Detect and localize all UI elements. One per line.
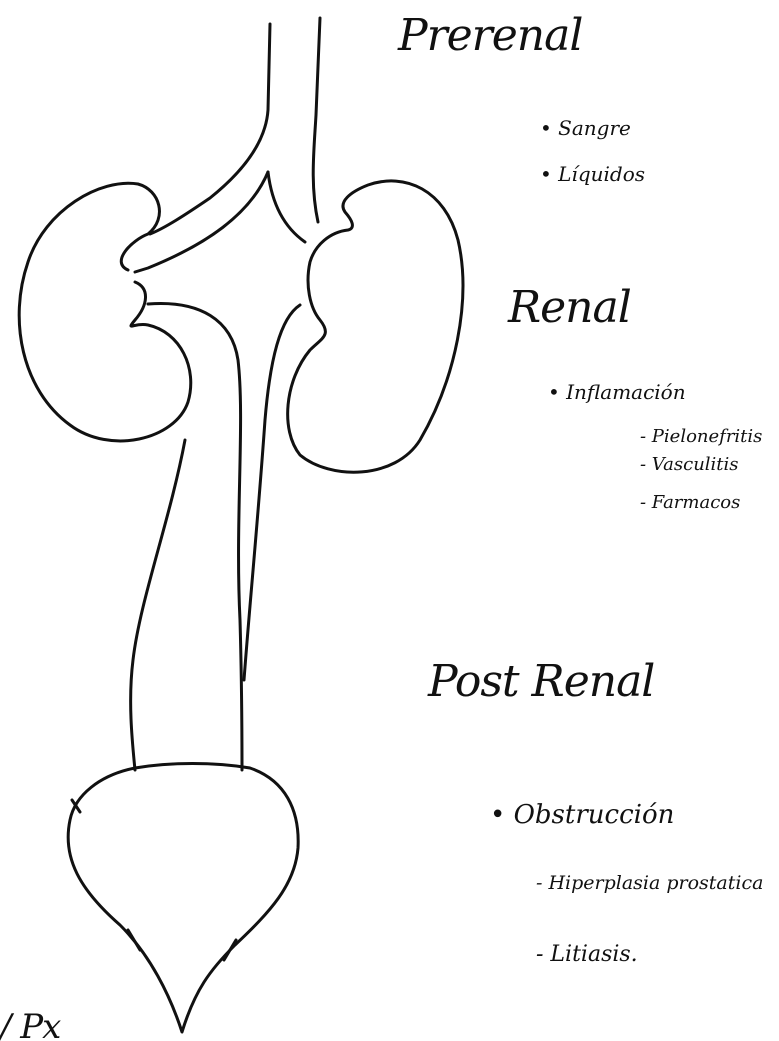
renal-title: Renal [508,286,631,330]
postrenal-subitem-hiperplasia: - Hiperplasia prostatica [536,874,763,893]
postrenal-subitem-litiasis: - Litiasis. [536,944,638,966]
vessel-left-wall [150,24,270,234]
vessel-branch-left [135,172,268,272]
right-kidney [288,181,463,472]
postrenal-item-obstruccion: • Obstrucción [490,802,674,828]
left-kidney [19,183,191,441]
prerenal-title: Prerenal [398,14,582,58]
bladder [68,764,298,1033]
vessel-branch-right [268,172,305,242]
postrenal-title: Post Renal [428,660,654,704]
bladder-lower-left-crease [128,930,140,950]
corner-mark: / Px [0,1010,60,1041]
renal-item-inflamacion: • Inflamación [548,382,686,402]
vessel-right-wall [313,18,320,222]
renal-subitem-vasculitis: - Vasculitis [640,456,739,474]
prerenal-item-sangre: • Sangre [540,118,631,138]
bladder-lower-right-crease [224,940,236,960]
prerenal-item-liquidos: • Líquidos [540,164,645,184]
left-ureter-inner [131,440,185,770]
renal-subitem-farmacos: - Farmacos [640,494,740,512]
renal-subitem-pielonefritis: - Pielonefritis [640,428,762,446]
right-ureter [244,305,300,680]
